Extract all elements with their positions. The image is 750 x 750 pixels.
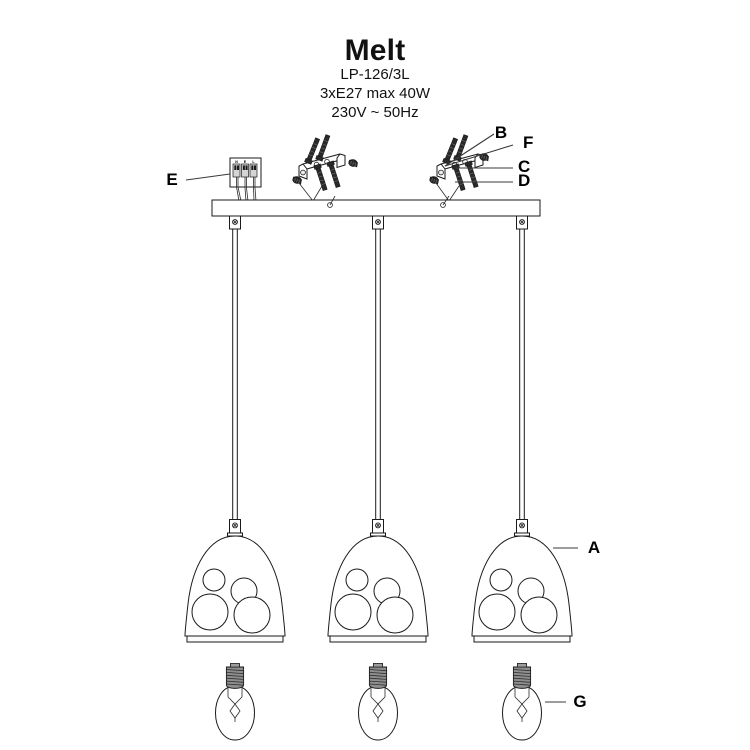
canopy-cable-grip-3	[516, 215, 528, 230]
callout-label-b: B	[495, 123, 507, 142]
shade-hole	[334, 593, 372, 631]
shade-hole	[376, 596, 414, 634]
shade-hole	[202, 568, 226, 592]
callout-label-f: F	[523, 133, 533, 152]
leader-line-b	[444, 133, 495, 167]
callout-label-e: E	[166, 170, 177, 189]
leader-right-bracket	[448, 185, 460, 202]
shade-hole	[191, 593, 229, 631]
leader-left-plug	[298, 182, 314, 202]
terminal-pole-l: L	[252, 160, 255, 164]
leader-line-f	[444, 144, 514, 167]
shade-cable-grip-3	[514, 519, 530, 537]
leader-left-bracket	[312, 185, 323, 202]
shade-cable-grip-1	[227, 519, 243, 537]
light-bulb-2	[358, 663, 398, 741]
shade-rim-3	[473, 635, 571, 643]
pendant-assembly-2	[327, 215, 429, 643]
shade-hole	[520, 596, 558, 634]
light-bulb-3	[502, 663, 542, 741]
callout-label-d: D	[518, 171, 530, 190]
shade-hole	[489, 568, 513, 592]
canopy-cable-grip-1	[229, 215, 241, 230]
shade-rim-1	[186, 635, 284, 643]
light-bulb-1	[215, 663, 255, 741]
pendant-assembly-3	[471, 215, 573, 643]
terminal-pole-n: N	[235, 160, 238, 164]
electrical-spec: 230V ~ 50Hz	[331, 104, 418, 121]
wall-plug-right	[428, 175, 440, 185]
terminal-connector-block: N E L	[229, 157, 262, 202]
shade-rim-2	[329, 635, 427, 643]
shade-cable-grip-2	[370, 519, 386, 537]
callout-label-c: C	[518, 157, 530, 176]
shade-hole	[478, 593, 516, 631]
shade-hole	[345, 568, 369, 592]
canopy-mounting-bar	[211, 195, 541, 217]
wall-plug-left-upper	[347, 158, 359, 168]
leader-line-e	[185, 173, 231, 181]
lamp-spec: 3xE27 max 40W	[320, 85, 431, 102]
model-code: LP-126/3L	[340, 66, 409, 83]
callout-label-g: G	[573, 692, 586, 711]
callout-label-a: A	[588, 538, 600, 557]
canopy-cable-grip-2	[372, 215, 384, 230]
leader-right-plug	[435, 182, 450, 202]
mounting-bracket-left	[299, 134, 345, 191]
shade-hole	[233, 596, 271, 634]
pendant-assembly-1	[184, 215, 286, 643]
page-title: Melt	[345, 34, 406, 67]
terminal-pole-e: E	[244, 160, 247, 164]
